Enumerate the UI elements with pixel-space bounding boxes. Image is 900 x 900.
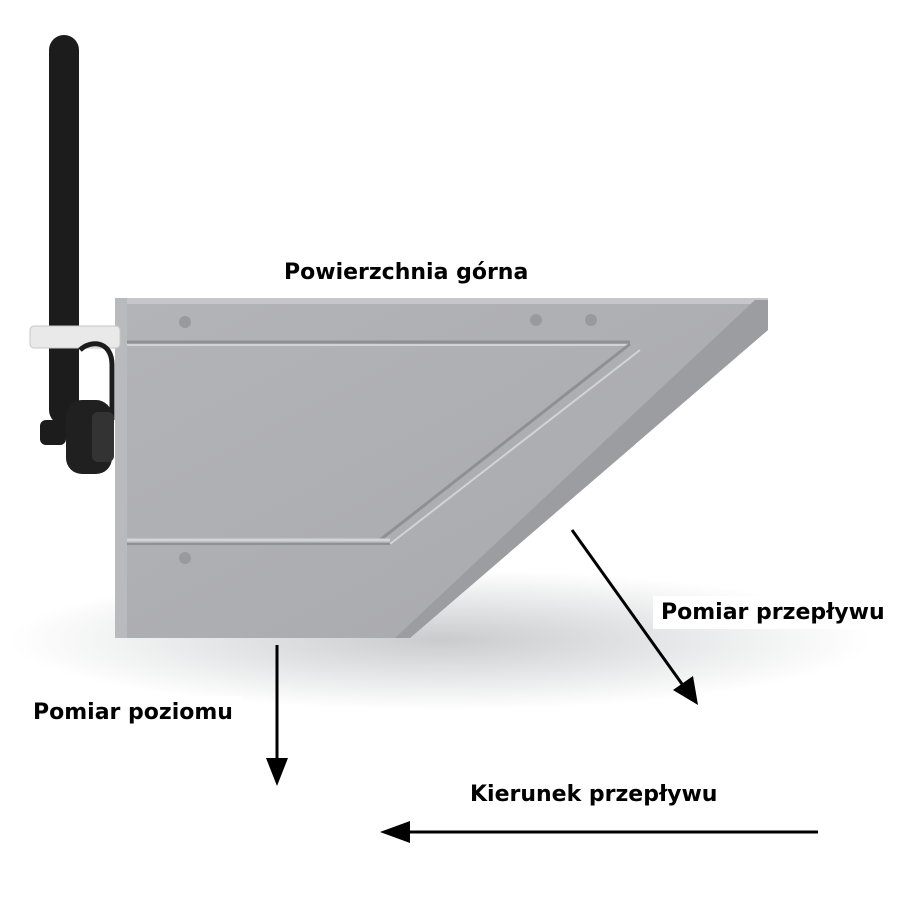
sensor-body — [115, 298, 768, 638]
level-measurement-arrow — [266, 645, 288, 786]
flow-measurement-arrow — [570, 529, 698, 705]
level-measurement-label: Pomiar poziomu — [25, 696, 241, 729]
top-surface-label: Powierzchnia górna — [284, 260, 529, 285]
flow-direction-label: Kierunek przepływu — [470, 782, 718, 807]
antenna-icon — [29, 35, 121, 445]
flow-direction-arrow — [380, 821, 818, 843]
connector-icon — [66, 400, 114, 474]
flow-measurement-label: Pomiar przepływu — [653, 596, 893, 629]
